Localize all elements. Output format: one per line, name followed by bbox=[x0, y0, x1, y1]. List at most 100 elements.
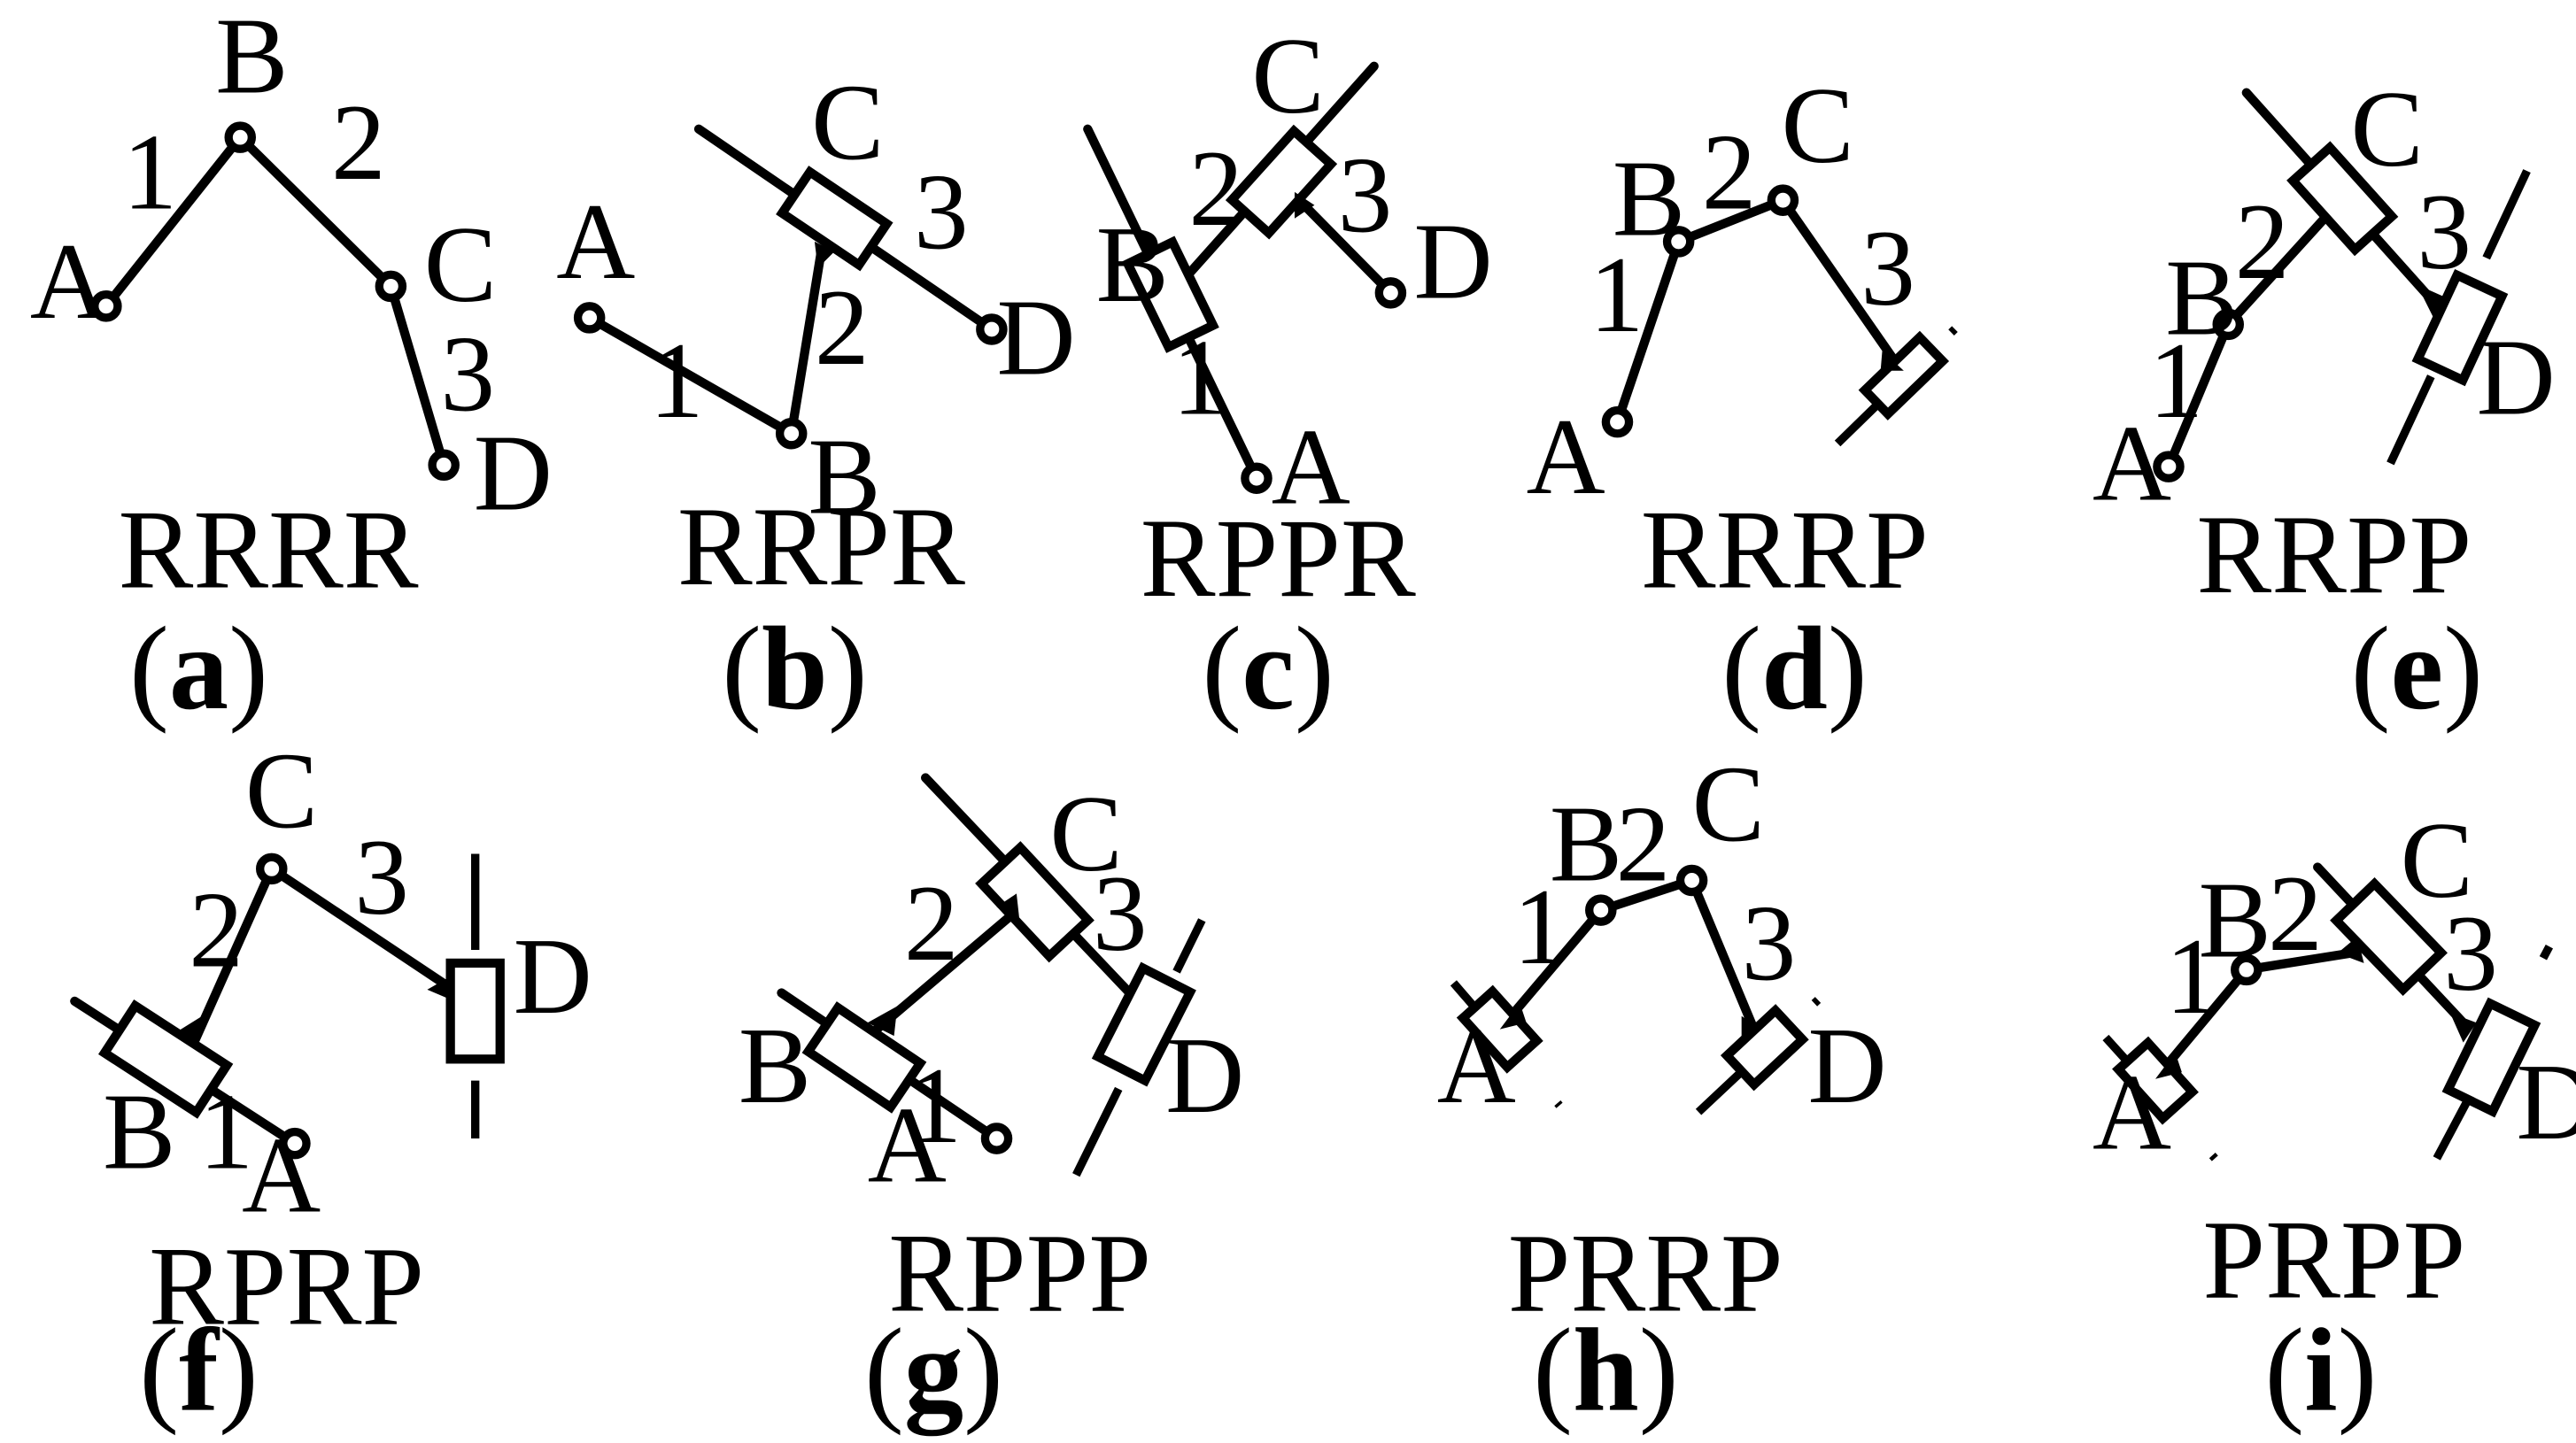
type-label: PRRP bbox=[1508, 1211, 1783, 1335]
link-label-1: 1 bbox=[908, 1045, 963, 1166]
wedge-a bbox=[2154, 1052, 2182, 1079]
type-label: PRPP bbox=[2202, 1199, 2465, 1323]
subcaption: (b) bbox=[722, 603, 868, 735]
point-label-d: D bbox=[2516, 1041, 2576, 1162]
joint-a bbox=[1601, 405, 1634, 438]
point-label-a: A bbox=[30, 220, 109, 342]
point-label-c: C bbox=[2351, 68, 2424, 189]
point-label-b: B bbox=[2199, 859, 2271, 980]
link-label-1: 1 bbox=[199, 1071, 254, 1192]
type-label: RRPR bbox=[677, 485, 965, 609]
link-label-3: 3 bbox=[1338, 135, 1393, 256]
wedge-c bbox=[996, 893, 1020, 924]
slider-b bbox=[801, 1001, 927, 1114]
type-label: RRRR bbox=[118, 489, 418, 613]
slider-b bbox=[1121, 235, 1219, 353]
wedge-c bbox=[814, 241, 835, 268]
link-label-2: 2 bbox=[1188, 127, 1243, 249]
link-label-2: 2 bbox=[331, 81, 386, 203]
link-2 bbox=[786, 246, 826, 438]
link-label-2: 2 bbox=[1616, 783, 1671, 904]
joint-b bbox=[2231, 953, 2263, 986]
point-label-b: B bbox=[103, 1071, 175, 1192]
link-1 bbox=[584, 313, 796, 438]
wedge-d bbox=[1741, 1015, 1762, 1043]
link-2 bbox=[2241, 948, 2356, 975]
joint-c bbox=[256, 853, 288, 885]
point-label-c: C bbox=[1049, 773, 1122, 894]
point-label-b: B bbox=[1613, 137, 1685, 259]
point-label-a: A bbox=[1527, 396, 1605, 517]
joint-a bbox=[573, 302, 606, 334]
link-label-3: 3 bbox=[1860, 207, 1915, 328]
link-3 bbox=[1687, 876, 1763, 1045]
slider-d bbox=[2411, 268, 2509, 387]
panel-b: A B C D 1 2 3 RRPR (b) bbox=[556, 61, 1075, 735]
joint-c bbox=[1767, 184, 1799, 216]
wedge-d bbox=[2417, 284, 2447, 318]
link-3 bbox=[386, 282, 449, 470]
point-label-b: B bbox=[2165, 237, 2238, 359]
link-label-1: 1 bbox=[1513, 866, 1568, 987]
link-label-2: 2 bbox=[815, 266, 870, 388]
point-label-a: A bbox=[1437, 1005, 1516, 1126]
link-label-3: 3 bbox=[2417, 171, 2472, 292]
type-label: RPPP bbox=[888, 1211, 1151, 1335]
slider-d bbox=[445, 958, 505, 1064]
link-label-2: 2 bbox=[1702, 112, 1757, 233]
subcaption: (f) bbox=[139, 1305, 258, 1437]
slider-d bbox=[1720, 1004, 1809, 1092]
slider-d bbox=[1858, 330, 1950, 421]
point-label-b: B bbox=[808, 415, 880, 536]
joint-a bbox=[279, 1127, 311, 1160]
point-label-d: D bbox=[1165, 1015, 1244, 1136]
joint-b bbox=[1585, 894, 1617, 926]
link-label-1: 1 bbox=[2165, 915, 2220, 1037]
panel-f: A B C D 1 2 3 RPRP (f) bbox=[70, 730, 592, 1437]
point-label-c: C bbox=[1251, 15, 1324, 136]
slider-c bbox=[776, 166, 893, 272]
link-label-3: 3 bbox=[2443, 892, 2498, 1014]
type-label: RPRP bbox=[149, 1224, 424, 1348]
wedge-c bbox=[2337, 937, 2364, 963]
point-label-d: D bbox=[1807, 1005, 1886, 1126]
joint-d bbox=[1374, 277, 1407, 309]
subcaption: (g) bbox=[864, 1305, 1003, 1437]
type-label: RRRP bbox=[1641, 489, 1929, 613]
point-label-c: C bbox=[245, 730, 318, 852]
wedge-a bbox=[1499, 1002, 1527, 1030]
point-label-b: B bbox=[215, 0, 288, 117]
link-label-1: 1 bbox=[123, 112, 178, 233]
point-label-c: C bbox=[1782, 65, 1854, 186]
link-label-1: 1 bbox=[1590, 234, 1644, 355]
type-label: RPPR bbox=[1141, 497, 1416, 621]
link-1 bbox=[1613, 236, 1683, 427]
point-label-b: B bbox=[1550, 783, 1622, 904]
link-label-2: 2 bbox=[189, 869, 244, 991]
link-2 bbox=[1674, 196, 1788, 247]
panel-c: A B C D 1 2 3 RPPR (c) bbox=[1083, 15, 1493, 735]
link-label-1: 1 bbox=[649, 320, 704, 441]
joint-b bbox=[2212, 308, 2245, 341]
joint-a bbox=[1241, 462, 1273, 494]
link-1 bbox=[2163, 320, 2233, 472]
joint-c bbox=[375, 270, 407, 303]
subcaption: (h) bbox=[1533, 1305, 1679, 1437]
panel-d: A B C 1 2 3 RRRP (d) bbox=[1527, 65, 1980, 735]
wedge-c bbox=[1294, 191, 1315, 219]
point-label-c: C bbox=[2401, 799, 2473, 921]
slider-guide-d bbox=[2433, 945, 2554, 1161]
link-3 bbox=[267, 864, 455, 993]
point-label-b: B bbox=[739, 1005, 811, 1126]
slider-guide-d bbox=[1072, 918, 1206, 1177]
point-label-d: D bbox=[1414, 200, 1493, 321]
link-label-3: 3 bbox=[1093, 853, 1148, 974]
wedge-d bbox=[2449, 1012, 2477, 1043]
joint-a bbox=[2153, 451, 2185, 482]
slider-d bbox=[1091, 961, 1196, 1087]
joint-b bbox=[775, 417, 808, 450]
wedge-b bbox=[175, 1015, 203, 1046]
slider-guide bbox=[1834, 305, 1980, 447]
wedge-b bbox=[867, 1006, 898, 1037]
